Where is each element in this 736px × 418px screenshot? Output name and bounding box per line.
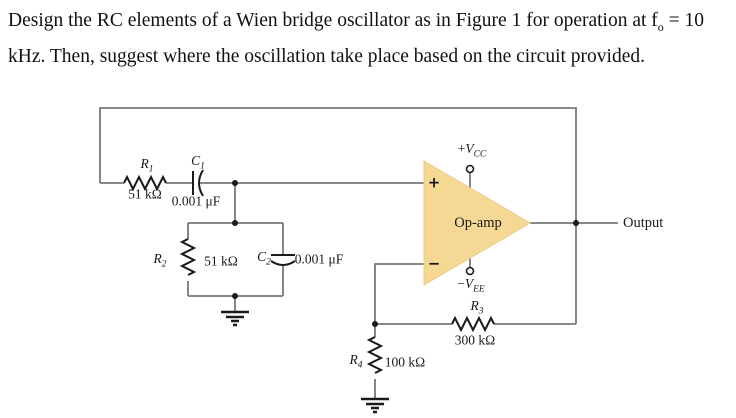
- r1-resistor-symbol: [123, 174, 167, 192]
- vcc-label: +VCC: [457, 140, 487, 160]
- inverting-input-wire: [374, 263, 424, 324]
- r4-label: R4: [349, 351, 363, 371]
- vee-terminal-circle: [465, 266, 475, 276]
- c1-label: C1: [191, 152, 205, 172]
- ground-symbol-r4: [361, 397, 389, 414]
- f-subscript: o: [657, 19, 664, 34]
- supply-terminals: [465, 164, 475, 276]
- r2-value: 51 kΩ: [204, 253, 238, 269]
- r4-value: 100 kΩ: [384, 354, 426, 370]
- output-label: Output: [623, 214, 664, 231]
- vcc-terminal-circle: [465, 164, 475, 174]
- problem-line-2: kHz. Then, suggest where the oscillation…: [8, 45, 645, 67]
- wires: [99, 107, 618, 398]
- node-dot-output: [573, 220, 579, 226]
- opamp-minus-input-sign: −: [427, 254, 441, 273]
- node-dots: [232, 180, 579, 327]
- vee-label: −VEE: [457, 275, 485, 295]
- r2-label: R2: [153, 250, 167, 270]
- problem-line-1: Design the RC elements of a Wien bridge …: [8, 10, 705, 34]
- r2-resistor-symbol: [179, 238, 197, 276]
- component-symbols: [123, 169, 495, 374]
- feedback-loop-wire: [99, 107, 577, 324]
- r3-resistor-symbol: [451, 315, 495, 333]
- ground-symbol-rc: [221, 310, 249, 327]
- r3-value: 300 kΩ: [454, 332, 496, 348]
- node-dot-feedback: [372, 321, 378, 327]
- opamp-triangle: [423, 160, 531, 286]
- node-dot-box-bottom: [232, 293, 238, 299]
- node-dot-box-top: [232, 220, 238, 226]
- opamp-label: Op-amp: [454, 214, 502, 231]
- node-dot-c1-junction: [232, 180, 238, 186]
- c2-label: C2: [257, 248, 271, 268]
- c1-right-plate: [198, 169, 204, 197]
- c1-value: 0.001 μF: [171, 193, 221, 209]
- r4-resistor-symbol: [366, 336, 384, 374]
- problem-statement: Design the RC elements of a Wien bridge …: [8, 6, 734, 72]
- r1-label: R1: [140, 155, 154, 175]
- r1-value: 51 kΩ: [128, 186, 162, 202]
- c2-bottom-plate: [270, 260, 296, 266]
- r3-label: R3: [470, 297, 484, 317]
- ground-symbols: [221, 310, 389, 414]
- opamp-plus-input-sign: +: [427, 173, 441, 192]
- c2-value: 0.001 μF: [294, 251, 344, 267]
